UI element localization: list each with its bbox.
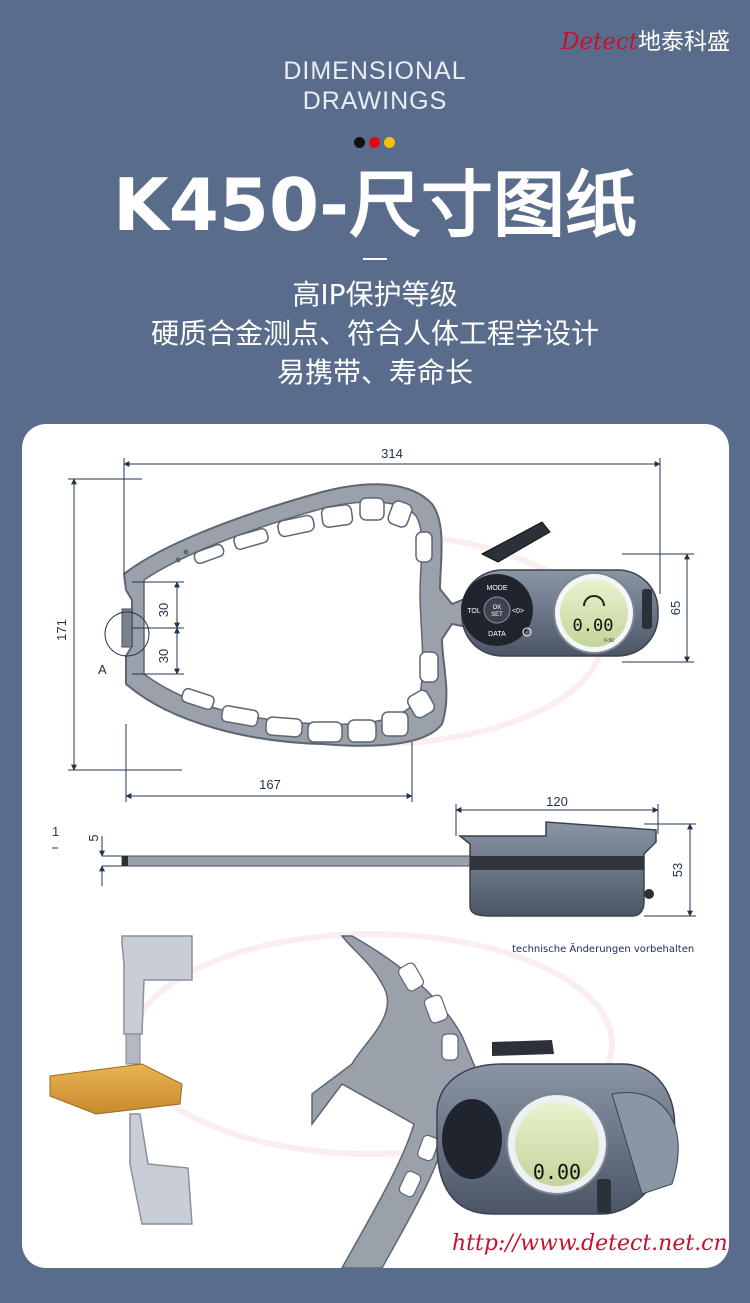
dim-depth: 53: [670, 863, 685, 877]
page-title: K450-尺寸图纸: [113, 163, 637, 247]
brand-en: Detect: [560, 29, 638, 55]
dot-red: [369, 137, 380, 148]
feature-1: 高IP保护等级: [292, 278, 458, 311]
dot-yellow: [384, 137, 395, 148]
caliper-side-view: [121, 821, 657, 917]
display-reading-3d: 0.00: [533, 1160, 581, 1184]
eyebrow-line-2: DRAWINGS: [302, 87, 448, 115]
feature-2: 硬质合金测点、符合人体工程学设计: [150, 317, 599, 350]
brand-cn: 地泰科盛: [638, 29, 730, 55]
btn-set-label: SET: [491, 612, 503, 618]
dim-height: 171: [54, 619, 69, 641]
dim-upper: 30: [156, 603, 171, 617]
tip-illustration: [49, 935, 193, 1225]
dim-width: 314: [381, 446, 403, 461]
dimensional-drawing: A OK SET MODE TOL <0> DATA 0.00 0-50: [49, 446, 696, 1268]
dim-body-height: 65: [668, 601, 683, 615]
drawing-card: A OK SET MODE TOL <0> DATA 0.00 0-50: [22, 424, 729, 1268]
website-link[interactable]: http://www.detect.net.cn: [452, 1231, 728, 1256]
dim-thickness-b: 5: [86, 834, 101, 841]
feature-3: 易携带、寿命长: [276, 356, 473, 389]
dim-thickness-a: 1: [52, 824, 59, 839]
caliper-3d-view: 0.00: [311, 935, 679, 1268]
btn-range-label: <0>: [512, 608, 524, 615]
detail-label: A: [98, 662, 107, 677]
caliper-front-view: A OK SET MODE TOL <0> DATA 0.00 0-50: [98, 483, 659, 747]
front-dimensions: [68, 458, 694, 802]
dim-reach: 167: [259, 777, 281, 792]
side-dimensions: [52, 804, 696, 917]
btn-ok-label: OK: [493, 605, 502, 611]
notice-text: technische Änderungen vorbehalten: [512, 944, 695, 955]
brand-logo: Detect地泰科盛: [561, 22, 730, 56]
section-eyebrow: DIMENSIONAL DRAWINGS: [0, 56, 750, 116]
dot-black: [354, 137, 365, 148]
dim-body-width: 120: [546, 794, 568, 809]
btn-tol-label: TOL: [467, 608, 481, 615]
scale-label: 0-50: [604, 638, 614, 644]
btn-mode-label: MODE: [487, 585, 508, 592]
eyebrow-line-1: DIMENSIONAL: [283, 57, 467, 85]
color-dots: [354, 137, 395, 148]
dim-lower: 30: [156, 649, 171, 663]
display-reading: 0.00: [573, 616, 614, 636]
btn-data-label: DATA: [488, 631, 506, 638]
title-divider: [363, 258, 387, 260]
